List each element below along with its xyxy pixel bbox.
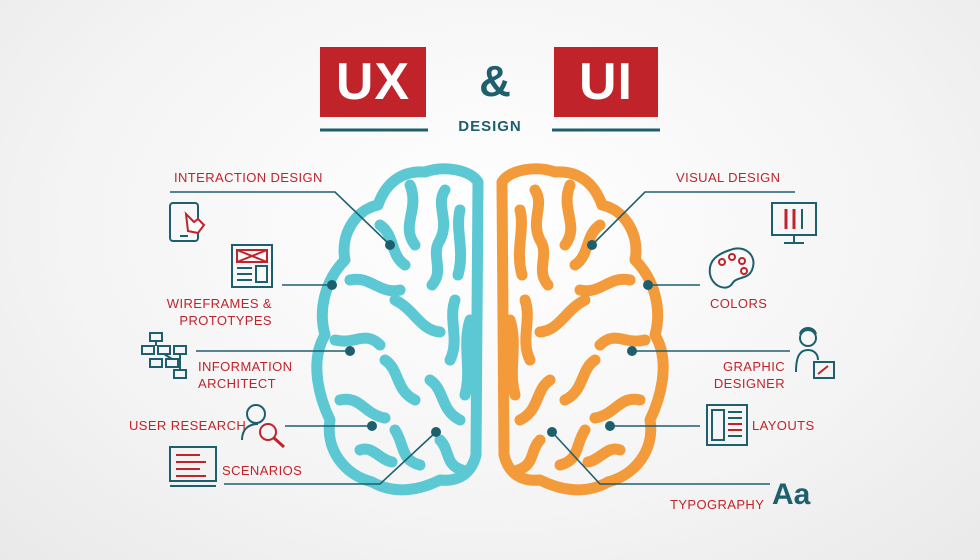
ui-dot-typography [547,427,557,437]
ampersand: & [479,57,511,106]
ui-title: UI [579,53,633,111]
label-wireframes-line1: WIREFRAMES & [166,296,272,311]
ux-dot-research [367,421,377,431]
ui-connector-dots [547,240,653,437]
typography-icon: Aa [772,478,811,511]
label-scenarios: SCENARIOS [222,463,303,478]
label-graphic-line2: DESIGNER [713,376,785,391]
ui-dot-colors [643,280,653,290]
label-information-line1: INFORMATION [198,359,293,374]
monitor-tools-icon [771,202,817,244]
label-wireframes: WIREFRAMES & PROTOTYPES [150,295,272,329]
ux-dot-wireframes [327,280,337,290]
ui-connectors [551,191,795,485]
label-layouts: LAYOUTS [752,418,815,433]
label-user-research: USER RESEARCH [129,418,247,433]
label-colors: COLORS [710,296,768,311]
ux-brain-hemisphere [311,163,484,496]
ui-dot-visual [587,240,597,250]
tablet-touch-icon [169,202,206,242]
label-interaction-design: INTERACTION DESIGN [174,170,323,185]
ux-dot-scenarios [431,427,441,437]
label-information-architect: INFORMATION ARCHITECT [198,358,292,392]
wireframe-icon [231,244,273,288]
ux-dot-information [345,346,355,356]
label-graphic-designer: GRAPHIC DESIGNER [680,358,785,392]
layout-icon [706,404,748,446]
label-graphic-line1: GRAPHIC [722,359,785,374]
label-visual-design: VISUAL DESIGN [676,170,781,185]
ux-title-box: UX [320,47,426,117]
label-wireframes-line2: PROTOTYPES [179,313,272,328]
ux-connectors [170,191,437,485]
storyboard-icon [169,446,217,487]
design-subtitle: DESIGN [458,118,522,135]
designer-icon [795,327,835,379]
label-information-line2: ARCHITECT [198,376,276,391]
ui-dot-graphic [627,346,637,356]
sitemap-icon [141,332,187,379]
ux-connector-dots [327,240,441,437]
palette-icon [708,247,755,289]
ui-title-box: UI [554,47,658,117]
ui-dot-layouts [605,421,615,431]
ui-brain-hemisphere [496,163,669,496]
ux-title: UX [335,53,411,111]
ux-dot-interaction [385,240,395,250]
user-search-icon [241,404,286,449]
label-typography: TYPOGRAPHY [670,497,765,512]
